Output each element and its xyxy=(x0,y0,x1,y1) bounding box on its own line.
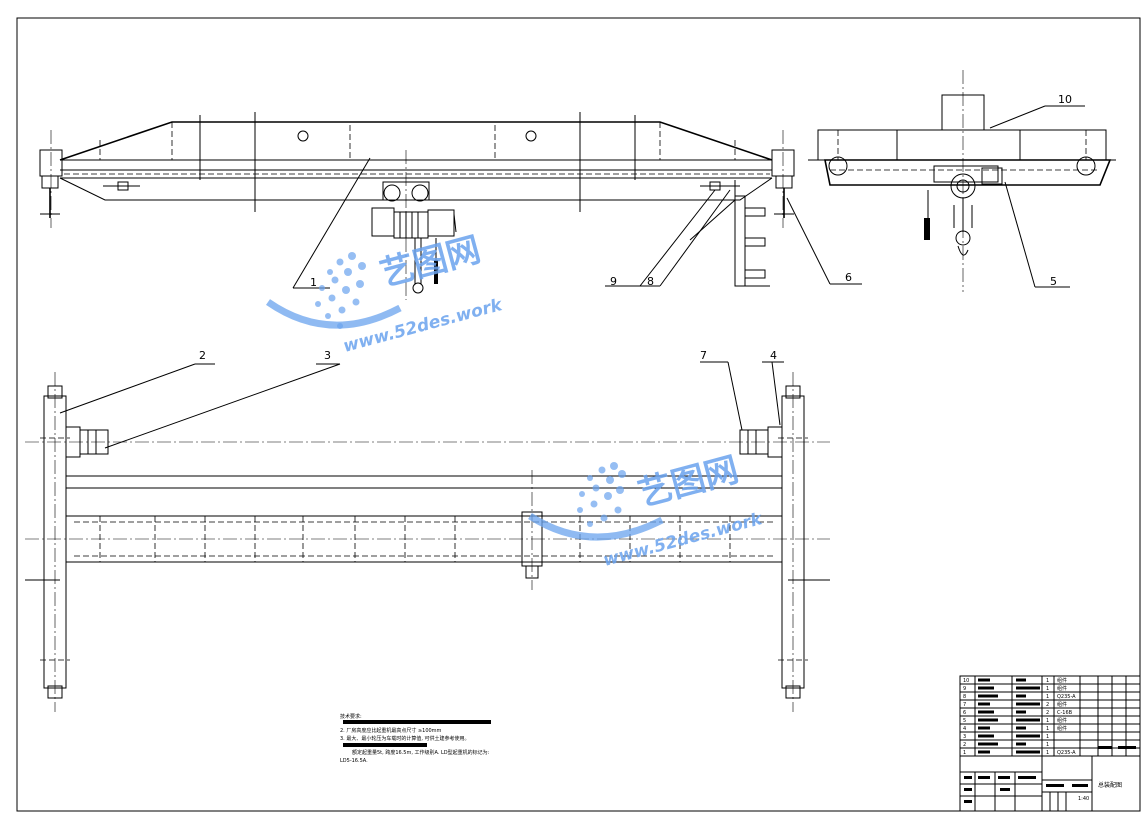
callout-4: 4 xyxy=(770,349,777,362)
callout-6: 6 xyxy=(845,271,852,284)
parts-row-name-redacted xyxy=(978,694,998,698)
parts-row-code-redacted xyxy=(1016,702,1040,706)
parts-row-code-redacted xyxy=(1016,750,1040,754)
watermark-2: 艺图网 www.52des.work xyxy=(528,450,766,571)
parts-row-code-redacted xyxy=(1016,726,1026,730)
notes-line-6: LD5-16.5A. xyxy=(340,758,368,764)
notes-line-3: 3. 最大、最小轮压为车载时的计算值, 可供土建参考使用。 xyxy=(340,735,470,742)
parts-row-qty: 1 xyxy=(1046,742,1049,748)
parts-row-no: 8 xyxy=(963,694,966,700)
drawing-title: 总装配图 xyxy=(1098,781,1122,789)
plan-view xyxy=(25,372,830,712)
parts-row-name-redacted xyxy=(978,710,994,714)
callout-10: 10 xyxy=(1058,93,1072,106)
leader-lines xyxy=(59,105,1085,449)
drawing-scale: 1:40 xyxy=(1078,796,1089,802)
parts-row-qty: 1 xyxy=(1046,678,1049,684)
parts-row-name-redacted xyxy=(978,686,994,690)
parts-row-name-redacted xyxy=(978,718,998,722)
parts-row-name-redacted xyxy=(978,750,990,754)
parts-row-no: 1 xyxy=(963,750,966,756)
parts-row-no: 4 xyxy=(963,726,966,732)
watermark-swoosh xyxy=(528,513,664,541)
parts-row-no: 10 xyxy=(963,678,969,684)
watermark-logo-text: 艺图网 xyxy=(376,230,485,295)
callout-7: 7 xyxy=(700,349,707,362)
parts-row-code-redacted xyxy=(1016,686,1040,690)
technical-notes: 技术要求: 2. 厂房高度应比起重机最高点尺寸 ≥100mm 3. 最大、最小轮… xyxy=(340,713,491,764)
parts-row-material: C-16B xyxy=(1057,710,1073,716)
parts-row-material: 组件 xyxy=(1057,677,1067,684)
parts-row-qty: 1 xyxy=(1046,718,1049,724)
watermark-logo-globe xyxy=(315,252,366,329)
watermark-1: 艺图网 www.52des.work xyxy=(266,230,506,357)
parts-row-material: 组件 xyxy=(1057,701,1067,708)
parts-row-no: 3 xyxy=(963,734,966,740)
notes-heading: 技术要求: xyxy=(340,713,362,720)
callout-5: 5 xyxy=(1050,275,1057,288)
callout-1: 1 xyxy=(310,276,317,289)
side-view xyxy=(808,70,1116,292)
notes-line-2: 2. 厂房高度应比起重机最高点尺寸 ≥100mm xyxy=(340,727,442,734)
notes-line-5: 额定起重量5t, 跨度16.5m, 工作级别A. LD型起重机的标记为: xyxy=(352,749,490,756)
watermark-url: www.52des.work xyxy=(341,295,506,357)
parts-row-no: 7 xyxy=(963,702,966,708)
parts-row-code-redacted xyxy=(1016,710,1026,714)
parts-row-qty: 2 xyxy=(1046,702,1049,708)
parts-row-qty: 1 xyxy=(1046,694,1049,700)
notes-line-4-redacted xyxy=(343,743,427,747)
parts-row-material: 组件 xyxy=(1057,725,1067,732)
parts-row-qty: 1 xyxy=(1046,686,1049,692)
drawing-frame xyxy=(16,17,1141,812)
parts-row-code-redacted xyxy=(1016,734,1040,738)
parts-row-no: 6 xyxy=(963,710,966,716)
parts-row-name-redacted xyxy=(978,678,990,682)
parts-row-qty: 2 xyxy=(1046,710,1049,716)
parts-row-code-redacted xyxy=(1016,678,1026,682)
callout-3: 3 xyxy=(324,349,331,362)
parts-row-name-redacted xyxy=(978,726,990,730)
parts-row-material: 组件 xyxy=(1057,685,1067,692)
parts-row-material: 组件 xyxy=(1057,717,1067,724)
watermark-swoosh xyxy=(266,299,402,329)
parts-row-no: 9 xyxy=(963,686,966,692)
title-block: 总装配图 1:40 xyxy=(959,746,1141,812)
parts-row-qty: 1 xyxy=(1046,750,1049,756)
parts-row-code-redacted xyxy=(1016,694,1026,698)
parts-row-name-redacted xyxy=(978,734,994,738)
parts-row-material: Q235-A xyxy=(1057,694,1076,700)
parts-row-code-redacted xyxy=(1016,718,1040,722)
parts-row-qty: 1 xyxy=(1046,734,1049,740)
watermark-logo-globe xyxy=(577,462,626,527)
parts-row-material: Q235-A xyxy=(1057,750,1076,756)
parts-row-code-redacted xyxy=(1016,742,1026,746)
notes-line-1-redacted xyxy=(343,720,491,724)
parts-row-name-redacted xyxy=(978,742,998,746)
parts-row-qty: 1 xyxy=(1046,726,1049,732)
callout-2: 2 xyxy=(199,349,206,362)
parts-row-name-redacted xyxy=(978,702,990,706)
callout-8: 8 xyxy=(647,275,654,288)
front-view xyxy=(39,112,795,300)
parts-row-no: 5 xyxy=(963,718,966,724)
watermark-logo-text: 艺图网 xyxy=(634,450,743,515)
parts-row-no: 2 xyxy=(963,742,966,748)
callout-9: 9 xyxy=(610,275,617,288)
